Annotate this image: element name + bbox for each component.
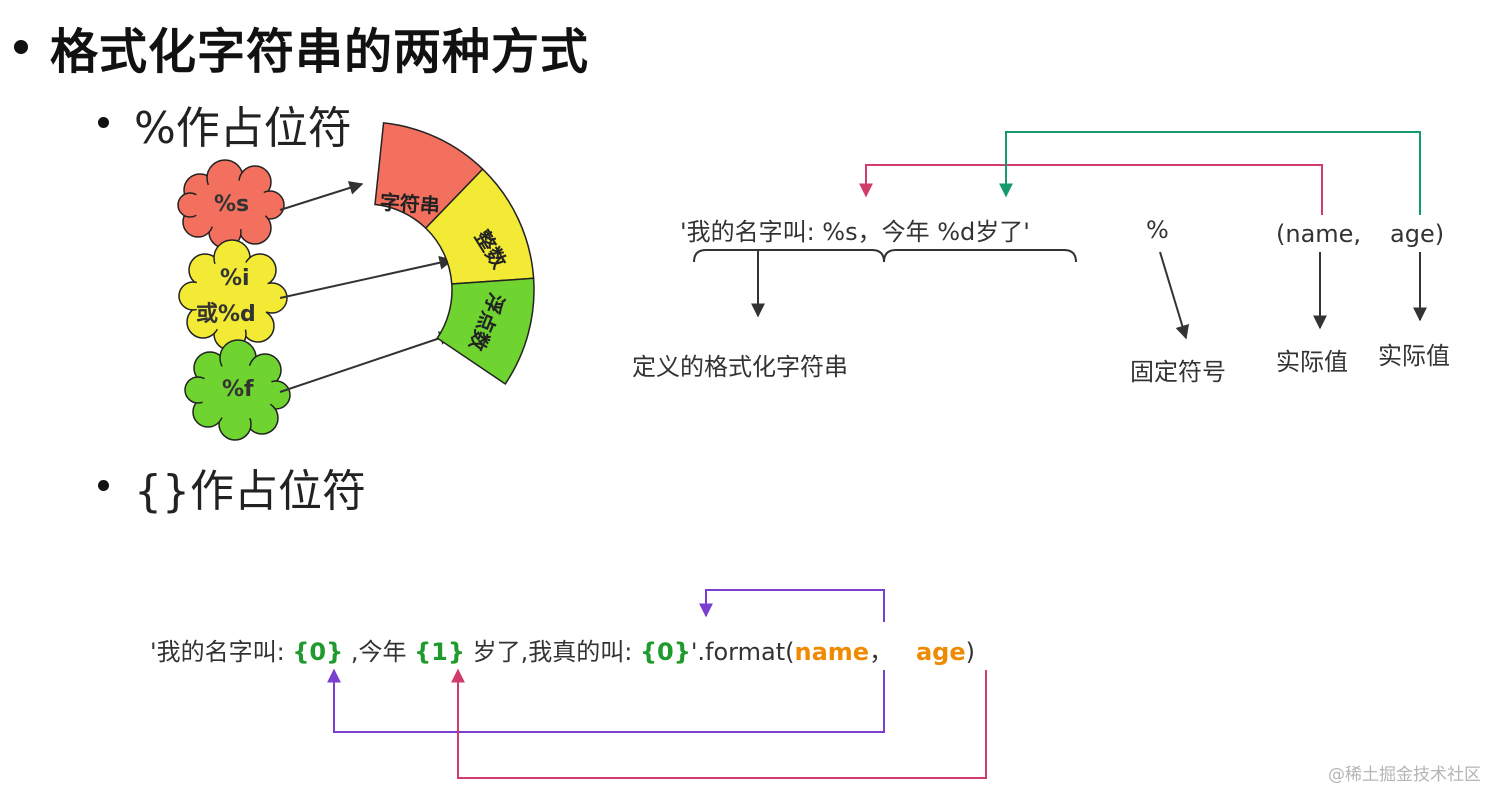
cloud-s-label: %s <box>214 192 250 217</box>
placeholder-0-a: {0} <box>292 638 344 666</box>
fmt-part-6: ) <box>965 638 975 666</box>
cloud-i-d <box>178 239 288 351</box>
format-string-brace <box>693 249 1077 263</box>
watermark: @稀土掘金技术社区 <box>1328 765 1481 785</box>
format-method-example: '我的名字叫: {0} ,今年 {1} 岁了,我真的叫: {0}'.format… <box>150 632 975 667</box>
cloud-s <box>177 159 285 249</box>
arrow-f-to-float <box>279 331 454 393</box>
args-age: age) <box>1390 220 1445 248</box>
percent-operator: % <box>1146 216 1169 244</box>
format-string-example: '我的名字叫: %s，今年 %d岁了' <box>680 218 1030 246</box>
placeholder-1: {1} <box>414 638 465 666</box>
fmt-part-1: '我的名字叫: <box>150 638 293 666</box>
label-fixed-symbol: 固定符号 <box>1130 358 1226 386</box>
page-title: 格式化字符串的两种方式 <box>50 24 590 80</box>
title-bullet <box>14 40 28 54</box>
arrow-to-operator-label <box>1159 251 1190 340</box>
arrow-s-to-string <box>279 181 364 211</box>
placeholder-0-b: {0} <box>639 638 691 666</box>
purple-bottom-line <box>327 668 885 733</box>
fmt-part-4: '.format( <box>690 638 795 666</box>
fmt-part-3: 岁了,我真的叫: <box>464 638 640 666</box>
cloud-f-label: %f <box>222 377 254 402</box>
arc-segment-float <box>436 277 535 385</box>
section2-heading: {}作占位符 <box>134 466 366 517</box>
section1-bullet <box>98 117 109 128</box>
fmt-part-5: ， <box>869 638 916 666</box>
crimson-mapping-line <box>859 164 1323 215</box>
fmt-part-2: ,今年 <box>343 638 415 666</box>
teal-mapping-line <box>999 131 1421 215</box>
label-format-string: 定义的格式化字符串 <box>632 353 848 381</box>
arrow-id-to-integer <box>279 255 454 299</box>
arg-age: age <box>915 638 966 666</box>
section2-bullet <box>98 480 109 491</box>
arg-name: name <box>794 638 870 666</box>
label-actual-value-2: 实际值 <box>1378 342 1450 370</box>
arc-label-string: 字符串 <box>379 189 441 219</box>
cloud-d-label: 或%d <box>196 302 256 327</box>
cloud-f <box>184 339 291 441</box>
args-name: (name, <box>1276 220 1362 248</box>
cloud-i-label: %i <box>220 266 250 291</box>
section1-heading: %作占位符 <box>134 103 352 154</box>
purple-top-line <box>699 589 885 622</box>
crimson-bottom-line <box>451 668 987 779</box>
label-actual-value-1: 实际值 <box>1276 348 1348 376</box>
